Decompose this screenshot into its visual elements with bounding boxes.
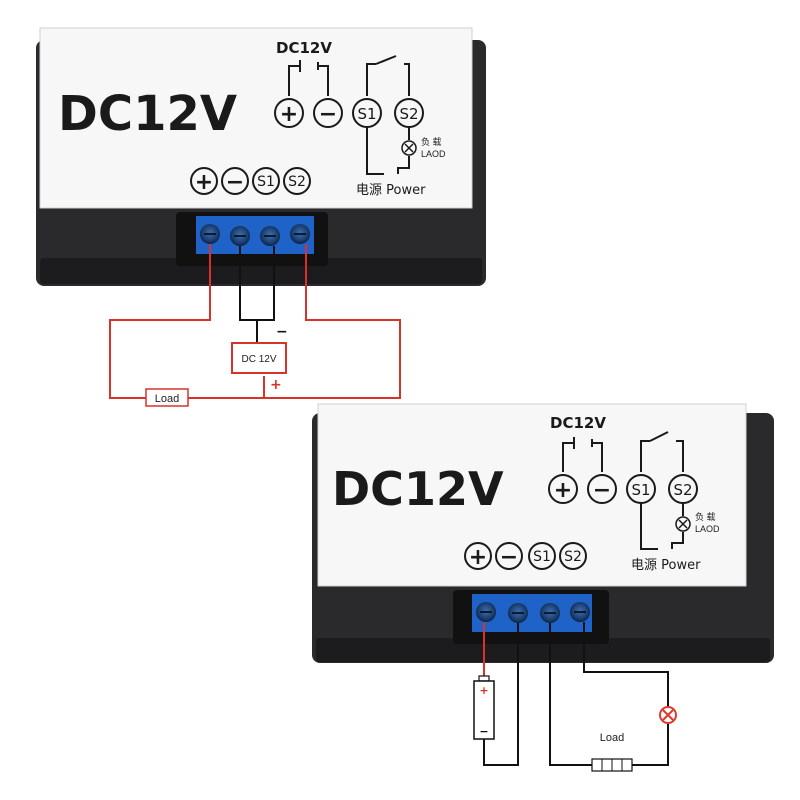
load-label: Load (600, 732, 624, 744)
svg-text:−: − (500, 545, 518, 570)
svg-text:+: + (280, 102, 298, 127)
power-label: 电源 Power (356, 183, 426, 198)
battery-plus-sign: + (479, 684, 488, 697)
wire-black-s2 (583, 622, 669, 707)
svg-text:+: + (195, 170, 213, 195)
wiring-top: DC 12V − + Load (109, 244, 401, 407)
load-label: Load (155, 393, 179, 405)
power-label: 电源 Power (631, 558, 701, 573)
terminal-legend: + − S1 S2 (190, 167, 311, 195)
wire-black-minus (483, 623, 519, 766)
svg-text:S2: S2 (564, 549, 582, 565)
battery-minus-sign: − (479, 725, 488, 738)
wire-black-s1 (549, 623, 592, 766)
svg-text:S2: S2 (288, 174, 306, 190)
svg-text:S1: S1 (631, 481, 650, 499)
svg-text:−: − (319, 102, 337, 127)
plus-symbol (548, 474, 578, 504)
dc-supply-box (231, 342, 287, 374)
svg-text:LAOD: LAOD (421, 149, 446, 159)
svg-text:−: − (226, 170, 244, 195)
wire-red-s2 (264, 244, 401, 399)
svg-text:LAOD: LAOD (695, 524, 720, 534)
supply-minus-sign: − (276, 324, 288, 340)
minus-symbol (587, 474, 617, 504)
model-label: DC12V (58, 86, 237, 142)
load-box (145, 388, 189, 407)
svg-text:+: + (469, 545, 487, 570)
model-label: DC12V (332, 462, 504, 516)
svg-text:负 载: 负 载 (695, 511, 716, 522)
supply-plus-sign: + (270, 377, 282, 393)
wiring-bottom: + − Load (473, 622, 677, 772)
svg-text:−: − (593, 478, 611, 503)
svg-text:负 载: 负 载 (421, 136, 442, 147)
svg-text:S1: S1 (357, 105, 376, 123)
plus-symbol (274, 98, 304, 128)
diagram-supply-label: DC12V (276, 39, 332, 57)
svg-text:S1: S1 (533, 549, 551, 565)
relay-module-top: DC12V DC12V + − S1 S2 负 载 LAOD 电源 Power … (36, 27, 486, 286)
diagram-supply-label: DC12V (550, 414, 606, 432)
relay-module-bottom: DC12V DC12V + − S1 S2 负 载 LAOD 电源 Power … (312, 403, 774, 663)
svg-text:S2: S2 (673, 481, 692, 499)
svg-text:+: + (554, 478, 572, 503)
wire-black-load (632, 723, 669, 766)
svg-text:S1: S1 (257, 174, 275, 190)
wire-red-plus (109, 244, 211, 399)
minus-symbol (313, 98, 343, 128)
svg-text:S2: S2 (399, 105, 418, 123)
wire-red-load (188, 376, 265, 399)
terminal-legend: + − S1 S2 (464, 542, 587, 570)
dc-supply-label: DC 12V (241, 354, 276, 365)
